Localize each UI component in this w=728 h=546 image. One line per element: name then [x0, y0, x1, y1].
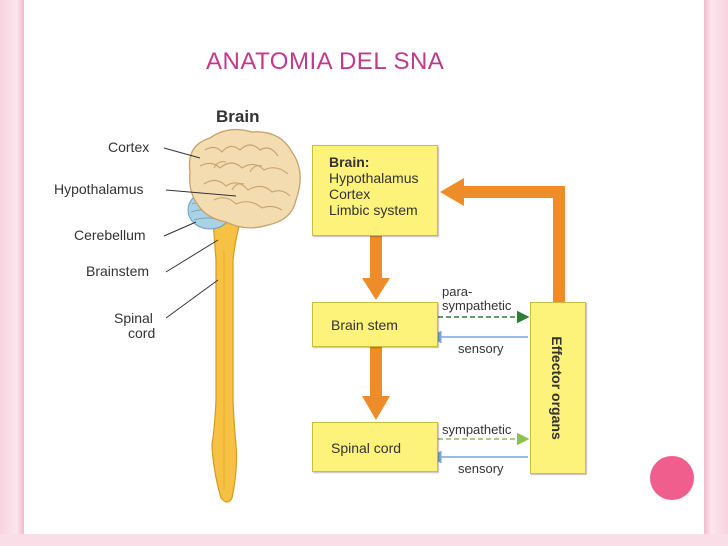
spinal-label-line2: cord: [128, 325, 156, 341]
brain-stem-box: Brain stem: [312, 302, 438, 347]
pathway-lines: [428, 310, 530, 464]
slide-frame-left: [0, 0, 24, 546]
slide-title: ANATOMIA DEL SNA: [206, 48, 445, 75]
cortex-label: Cortex: [108, 139, 150, 155]
brain-box: Brain: Hypothalamus Cortex Limbic system: [312, 145, 438, 236]
brain-heading: Brain: [216, 107, 260, 126]
brain-box-title: Brain:: [329, 154, 370, 170]
parasympathetic-label-line1: para-: [442, 284, 473, 299]
sympathetic-label: sympathetic: [442, 422, 512, 437]
cerebellum-label: Cerebellum: [74, 227, 146, 243]
sensory-label-top: sensory: [458, 341, 504, 356]
effector-organs-box: [530, 302, 586, 474]
spinal-cord-illustration: [211, 209, 245, 503]
decorative-pink-circle: [650, 456, 694, 500]
sensory-label-bottom: sensory: [458, 461, 504, 476]
brain-box-item: Limbic system: [329, 202, 418, 218]
effector-organs-label: Effector organs: [549, 336, 565, 440]
brain-box-item: Cortex: [329, 186, 371, 202]
brain-illustration: [188, 128, 301, 229]
spinal-label-line1: Spinal: [114, 310, 153, 326]
slide-frame-right: [704, 0, 728, 546]
brain-box-item: Hypothalamus: [329, 170, 419, 186]
spinal-cord-box: Spinal cord: [312, 422, 438, 472]
parasympathetic-label-line2: sympathetic: [442, 298, 512, 313]
hypothalamus-label: Hypothalamus: [54, 181, 144, 197]
orange-flow-arrows: [362, 178, 565, 420]
anatomy-leader-lines: [163, 147, 237, 319]
slide-frame-bottom: [0, 534, 728, 546]
brainstem-label: Brainstem: [86, 263, 150, 279]
